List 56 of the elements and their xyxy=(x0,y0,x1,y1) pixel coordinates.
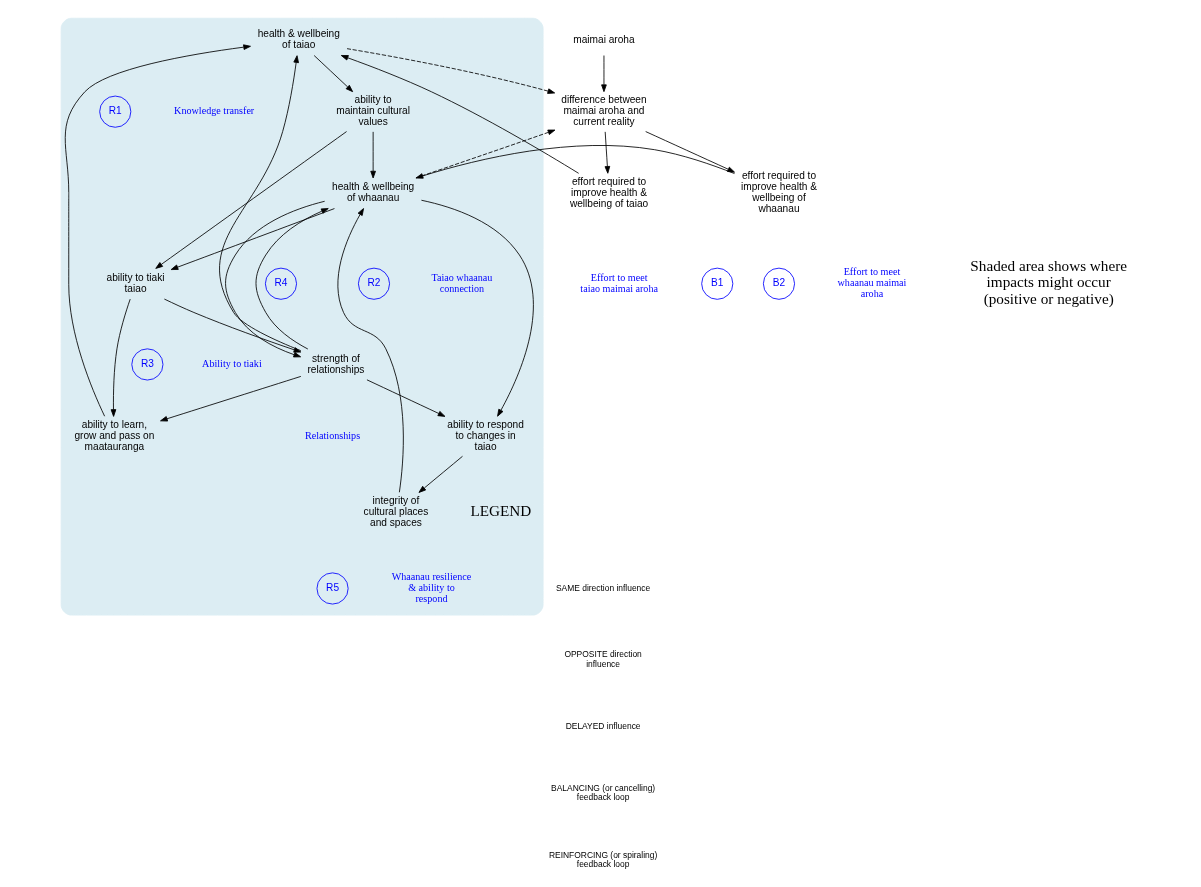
node-text: ability to respond to changes in taiao xyxy=(446,418,524,452)
legend-label: OPPOSITE direction influence xyxy=(563,649,642,669)
arrow xyxy=(224,200,325,358)
arrow xyxy=(420,199,534,417)
label: B2 xyxy=(772,277,785,289)
node-text: strength of relationships xyxy=(307,352,364,375)
node-text: ability to tiaki taiao xyxy=(106,271,165,294)
arrow xyxy=(336,208,404,493)
arrow xyxy=(255,208,329,350)
node-text: ability to maintain cultural values xyxy=(335,94,410,128)
arrow xyxy=(64,44,251,417)
label: B1 xyxy=(710,277,723,289)
label: LEGEND xyxy=(469,502,531,520)
label: R4 xyxy=(274,277,287,289)
node-text: effort required to improve health & wellbeing of whaanau xyxy=(740,170,817,215)
label: Effort to meet taiao maimai aroha xyxy=(579,271,658,294)
node-text: ability to learn, grow and pass on maatauranga xyxy=(73,418,154,452)
node-text: health & wellbeing of taiao xyxy=(257,28,340,51)
arrow xyxy=(644,131,735,173)
arrow xyxy=(313,55,353,93)
node-text: effort required to improve health & wellbeing of taiao xyxy=(569,175,648,209)
arrow xyxy=(414,129,555,179)
arrow xyxy=(366,379,445,417)
label: Knowledge transfer xyxy=(173,105,254,117)
label: Relationships xyxy=(304,429,360,441)
arrow xyxy=(369,131,376,179)
label: R5 xyxy=(325,582,339,594)
label: Ability to tiaki xyxy=(201,358,262,370)
label: R2 xyxy=(367,277,380,289)
arrow xyxy=(418,455,463,493)
cluster xyxy=(60,17,543,616)
node-text: maimai aroha xyxy=(572,33,635,45)
arrow xyxy=(159,376,301,422)
label: Effort to meet whaanau maimai aroha xyxy=(837,266,906,300)
node-text: integrity of cultural places and spaces xyxy=(363,495,428,528)
label: Whaanau resilience & ability to respond xyxy=(391,571,471,605)
label: Shaded area shows where impacts might occur (positive or negative) xyxy=(969,256,1127,308)
legend-label: SAME direction influence xyxy=(555,582,650,593)
arrow xyxy=(170,208,335,270)
legend-label: REINFORCING (or spiraling) feedback loop xyxy=(548,849,657,870)
node-text: health & wellbeing of whaanau xyxy=(331,181,414,204)
arrow xyxy=(218,55,301,352)
legend-label: DELAYED influence xyxy=(565,720,641,731)
arrow xyxy=(346,48,555,94)
arrow xyxy=(340,55,579,174)
legend-label: BALANCING (or cancelling) feedback loop xyxy=(550,782,655,803)
arrow xyxy=(415,145,735,179)
arrow xyxy=(604,131,610,174)
arrow xyxy=(600,55,607,93)
node-text: difference between maimai aroha and current reality xyxy=(560,94,647,128)
arrow xyxy=(163,298,301,353)
label: Taiao whaanau connection xyxy=(430,271,492,294)
label: R1 xyxy=(108,105,122,117)
arrow xyxy=(154,131,347,269)
arrow xyxy=(110,298,131,417)
label: R3 xyxy=(140,358,154,370)
